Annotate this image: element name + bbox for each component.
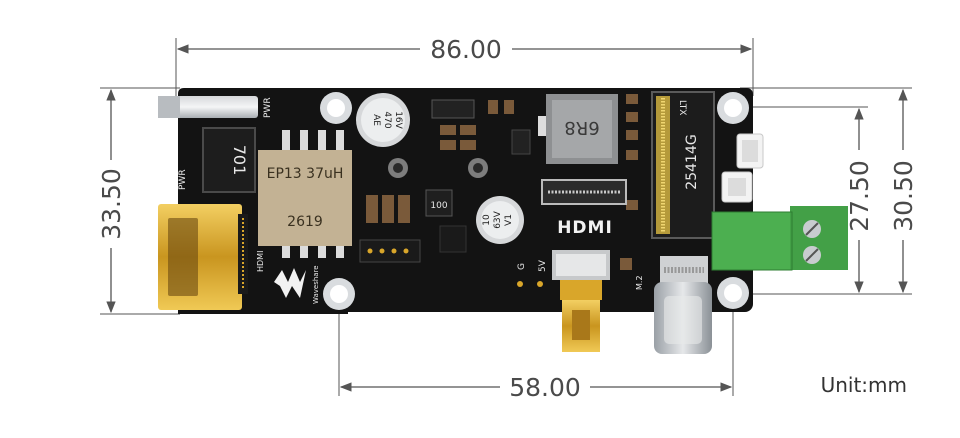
mounting-hole-bottom-right (717, 277, 749, 309)
dimension-label-overall-height: 30.50 (889, 160, 918, 232)
inductor-6r8: 6R8 (546, 94, 618, 164)
main-inductor: EP13 37uH 2619 (258, 130, 352, 258)
usb-c-connector (654, 256, 712, 354)
mounting-hole-bottom-left (323, 278, 355, 310)
cap2-line-3: V1 (504, 214, 514, 226)
inductor-701-label: 701 (230, 145, 249, 176)
fpc-connector (541, 179, 627, 205)
dimension-label-overall-width: 86.00 (430, 35, 502, 64)
waveshare-logo: Waveshare (274, 265, 320, 304)
dimension-label-board-height: 33.50 (97, 168, 126, 240)
brand-label: Waveshare (312, 265, 320, 304)
inductor-6r8-label: 6R8 (564, 117, 599, 138)
capacitor-470: 16V 470 AE (356, 93, 410, 147)
cap2-line-1: 10 (482, 214, 492, 226)
cap1-line-3: AE (371, 114, 381, 126)
pwr-top-label: PWR (263, 97, 273, 118)
unit-label: Unit:mm (821, 373, 907, 397)
m2-slot-label: 25414G (684, 134, 700, 189)
pin-g-label: G (517, 263, 527, 270)
inductor-top-text: EP13 37uH (267, 166, 344, 182)
smd-components: 100 (359, 94, 638, 270)
m2-label: M.2 (635, 275, 644, 290)
pwr-side-label: PWR (178, 169, 188, 190)
pin-5v-label: 5V (538, 259, 548, 272)
dimension-hole-pitch-horizontal: 58.00 (338, 296, 734, 402)
capacitor-10: 10 63V V1 (476, 196, 524, 244)
power-switch (158, 96, 258, 118)
dimension-hole-pitch-vertical: 27.50 (733, 106, 874, 295)
mounting-hole-top-left (320, 92, 352, 124)
jst-connectors (721, 133, 764, 203)
cap2-line-2: 63V (493, 210, 503, 228)
dimension-board-height: 33.50 (97, 87, 180, 315)
dimension-overall-width: 86.00 (175, 35, 754, 96)
m2-slot: LTX 25414G (651, 91, 715, 239)
terminal-block (711, 206, 848, 271)
mini-hdmi-connector (552, 250, 610, 352)
m2-brand-label: LTX (677, 100, 687, 115)
cap1-line-1: 16V (393, 111, 403, 129)
dimension-label-hole-pitch-vertical: 27.50 (845, 160, 874, 232)
cap1-line-2: 470 (382, 111, 392, 128)
inductor-bottom-text: 2619 (287, 214, 323, 230)
inductor-701: 701 (202, 127, 256, 193)
hdmi-side-label: HDMI (256, 251, 265, 272)
hdmi-logo: HDMI (557, 218, 613, 238)
mounting-hole-top-right (717, 92, 749, 124)
waveshare-logo-icon (274, 268, 306, 298)
hdmi-port-left (158, 204, 248, 310)
dimension-label-hole-pitch-horizontal: 58.00 (509, 373, 581, 402)
dimension-overall-height: 30.50 (740, 87, 918, 295)
resistor-100-label: 100 (430, 201, 447, 211)
